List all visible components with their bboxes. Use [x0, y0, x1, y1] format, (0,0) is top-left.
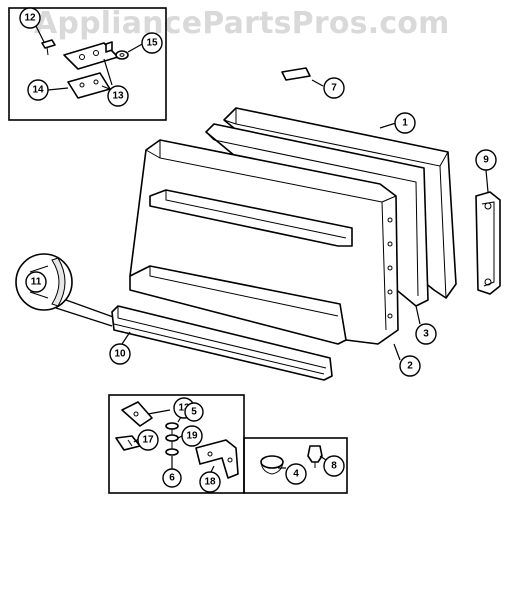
lower-hinge-bracket [121, 401, 153, 427]
inner-door-liner [129, 139, 399, 345]
hinge-pin-part [115, 435, 141, 451]
svg-text:9: 9 [483, 155, 489, 166]
callout-3: 3 [415, 323, 437, 345]
svg-text:17: 17 [142, 435, 154, 446]
bottom-trim-strip [111, 305, 333, 381]
hinge-inset-box [8, 7, 167, 121]
callout-6: 6 [162, 468, 182, 488]
callout-5: 5 [184, 402, 204, 422]
svg-text:15: 15 [146, 38, 158, 49]
svg-text:18: 18 [204, 477, 216, 488]
svg-text:5: 5 [191, 407, 197, 418]
bumper-inset-box [243, 437, 348, 494]
door-bumper-part [260, 455, 284, 475]
svg-text:3: 3 [423, 329, 429, 340]
door-handle-part [475, 191, 501, 295]
hinge-screw [41, 39, 56, 56]
svg-text:7: 7 [331, 83, 337, 94]
svg-text:12: 12 [24, 13, 36, 24]
callout-9: 9 [475, 149, 497, 171]
svg-text:2: 2 [407, 361, 413, 372]
callout-12: 12 [19, 7, 41, 29]
svg-text:19: 19 [186, 431, 198, 442]
svg-text:6: 6 [169, 473, 175, 484]
svg-text:8: 8 [331, 461, 337, 472]
hinge-shim-part [67, 72, 111, 99]
callout-1: 1 [394, 112, 416, 134]
hinge-plate-part [63, 41, 119, 70]
svg-text:13: 13 [178, 403, 190, 414]
svg-text:1: 1 [402, 118, 408, 129]
hinge-hardware-part [195, 439, 239, 479]
callout-2: 2 [399, 355, 421, 377]
callout-7: 7 [323, 77, 345, 99]
hinge-washer [115, 50, 129, 60]
callout-8: 8 [323, 455, 345, 477]
callout-10: 10 [109, 343, 131, 365]
callout-15: 15 [141, 32, 163, 54]
door-plug-part [307, 445, 323, 468]
badge-part [281, 67, 311, 81]
washer-stack [165, 422, 179, 456]
svg-text:10: 10 [114, 349, 126, 360]
callout-11: 11 [25, 271, 47, 293]
svg-text:14: 14 [32, 85, 44, 96]
callout-4: 4 [285, 463, 307, 485]
svg-text:11: 11 [31, 277, 42, 288]
callout-17: 17 [137, 429, 159, 451]
svg-text:13: 13 [112, 91, 124, 102]
callout-13-top: 13 [107, 85, 129, 107]
callout-19: 19 [181, 425, 203, 447]
svg-text:4: 4 [293, 469, 299, 480]
callout-14: 14 [27, 79, 49, 101]
callout-18: 18 [199, 471, 221, 493]
